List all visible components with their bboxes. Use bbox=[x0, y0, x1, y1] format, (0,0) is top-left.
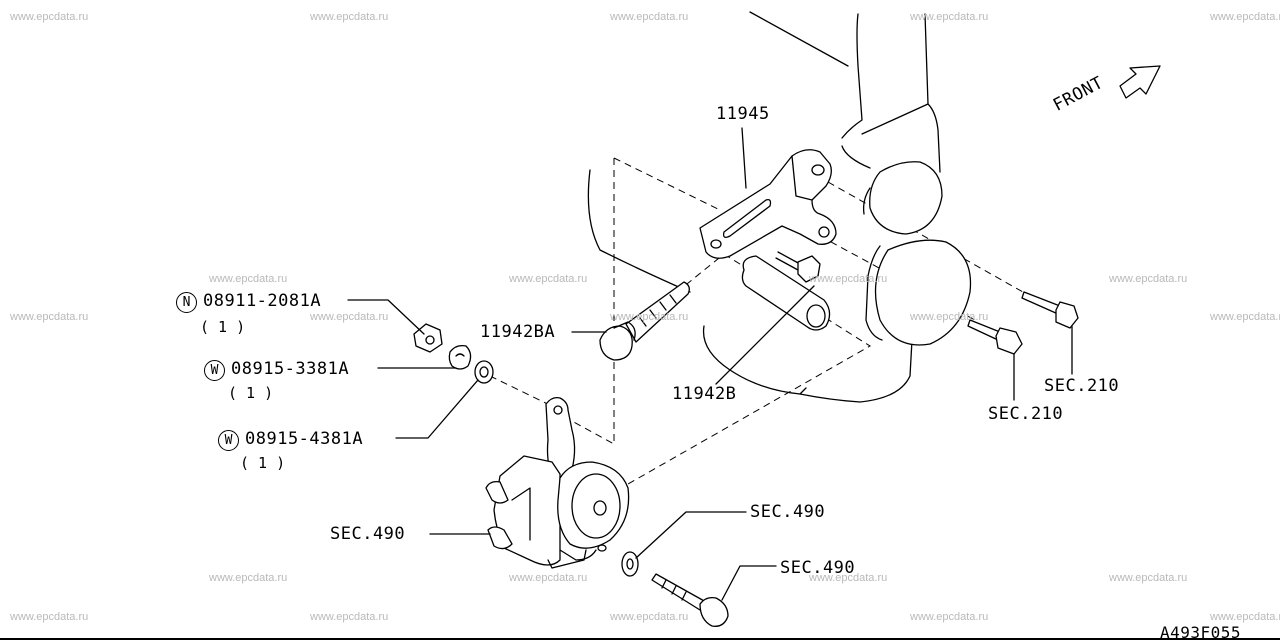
sec210-bolts-drawing bbox=[967, 291, 1079, 355]
part-label-nut[interactable]: 08911-2081A bbox=[203, 291, 322, 311]
section-ref-sec490[interactable]: SEC.490 bbox=[330, 524, 406, 544]
section-ref-sec490[interactable]: SEC.490 bbox=[750, 502, 826, 522]
washer-badge: W bbox=[204, 360, 225, 381]
watermark: www.epcdata.ru bbox=[1210, 611, 1280, 623]
watermark: www.epcdata.ru bbox=[1210, 311, 1280, 323]
front-arrow-icon bbox=[1119, 65, 1161, 99]
watermark: www.epcdata.ru bbox=[509, 572, 588, 584]
part-label-washer-a[interactable]: 08915-3381A bbox=[231, 359, 350, 379]
watermark: www.epcdata.ru bbox=[209, 273, 288, 285]
part-label-washer-b[interactable]: 08915-4381A bbox=[245, 429, 364, 449]
watermark: www.epcdata.ru bbox=[10, 11, 89, 23]
part-label-bracket[interactable]: 11945 bbox=[716, 104, 770, 124]
watermark: www.epcdata.ru bbox=[509, 273, 588, 285]
watermark: www.epcdata.ru bbox=[610, 611, 689, 623]
washer-a-quantity: ( 1 ) bbox=[228, 384, 274, 402]
lower-washer-and-bolt-drawing bbox=[621, 551, 729, 627]
sec490-tensioner-drawing bbox=[485, 396, 630, 569]
watermark: www.epcdata.ru bbox=[610, 311, 689, 323]
engine-bosses bbox=[862, 161, 972, 346]
section-ref-sec210[interactable]: SEC.210 bbox=[1044, 376, 1120, 396]
bracket-11945-drawing bbox=[699, 149, 837, 259]
watermark: www.epcdata.ru bbox=[809, 273, 888, 285]
leader-lines bbox=[347, 127, 1073, 601]
part-label-collar[interactable]: 11942B bbox=[672, 384, 737, 404]
watermark: www.epcdata.ru bbox=[809, 572, 888, 584]
section-ref-sec490[interactable]: SEC.490 bbox=[780, 558, 856, 578]
watermark: www.epcdata.ru bbox=[209, 572, 288, 584]
watermark: www.epcdata.ru bbox=[1109, 273, 1188, 285]
engine-block-outline bbox=[587, 11, 941, 403]
watermark: www.epcdata.ru bbox=[910, 311, 989, 323]
watermark: www.epcdata.ru bbox=[10, 311, 89, 323]
watermark: www.epcdata.ru bbox=[910, 611, 989, 623]
part-label-stud-bolt[interactable]: 11942BA bbox=[480, 322, 556, 342]
watermark: www.epcdata.ru bbox=[310, 311, 389, 323]
watermark: www.epcdata.ru bbox=[910, 11, 989, 23]
watermark: www.epcdata.ru bbox=[610, 11, 689, 23]
watermark: www.epcdata.ru bbox=[10, 611, 89, 623]
watermark: www.epcdata.ru bbox=[1210, 11, 1280, 23]
nut-badge: N bbox=[176, 292, 197, 313]
diagram-code: A493F055 bbox=[1160, 623, 1242, 642]
section-ref-sec210[interactable]: SEC.210 bbox=[988, 404, 1064, 424]
nut-and-washers-drawing bbox=[413, 323, 494, 384]
watermark: www.epcdata.ru bbox=[310, 611, 389, 623]
watermark: www.epcdata.ru bbox=[1109, 572, 1188, 584]
bottom-rule bbox=[0, 638, 1280, 640]
washer-badge: W bbox=[218, 430, 239, 451]
collar-11942B-drawing bbox=[741, 255, 831, 331]
nut-quantity: ( 1 ) bbox=[200, 318, 246, 336]
small-stud-drawing bbox=[775, 251, 821, 283]
bolt-11942BA-drawing bbox=[599, 281, 690, 361]
washer-b-quantity: ( 1 ) bbox=[240, 454, 286, 472]
watermark: www.epcdata.ru bbox=[310, 11, 389, 23]
